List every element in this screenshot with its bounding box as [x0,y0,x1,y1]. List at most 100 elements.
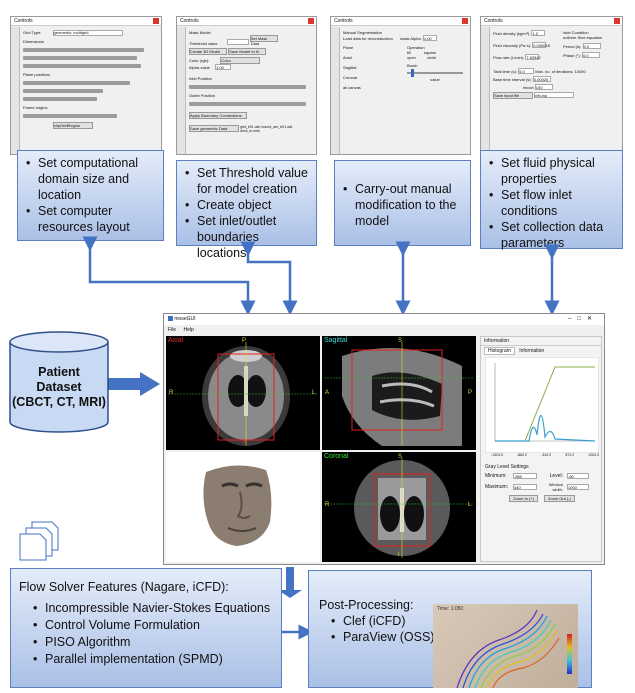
outlet-label[interactable]: Outlet Position [189,93,216,98]
radio-circle[interactable]: circle [427,55,437,60]
sagittal-orient-a: A [325,390,330,396]
hist-tick: 572.2 [565,453,575,457]
sagittal-view[interactable]: Sagittal S A P [322,336,476,450]
panel-side-tabs[interactable] [481,27,490,154]
zoom-out-button[interactable]: Zoom Out (-) [543,495,575,502]
app-icon [168,316,173,322]
period-input[interactable]: 0.0 [582,43,601,49]
radio-sine[interactable]: Sine-equation [577,35,603,40]
phase-input[interactable]: 0.0 [581,52,600,58]
load-checkbox[interactable]: Load data for reconstruction [343,36,393,41]
plane-heading: Plane [343,45,354,50]
panel-side-tabs[interactable] [331,27,340,154]
maximum-input[interactable]: 440 [513,484,537,490]
axial-slice-image [168,342,318,446]
axial-label: Axial [168,337,184,344]
threshold-input[interactable] [226,39,249,45]
controls-panel-mask: Controls Mask Model Threshold value Set … [176,16,317,155]
flow-rate-input[interactable]: 7.63942 [525,54,541,60]
desc-item: Set Threshold value for model creation [183,165,310,197]
base-time-label: Base time interval (s): [493,77,532,82]
save-model-button[interactable]: Save Model to fil [228,48,267,55]
density-label: Fluid density (kg/m³): [493,31,531,36]
mask-alpha-label: mask Alpha: [399,36,422,41]
create-3d-button[interactable]: Create 3D Model [189,48,227,55]
histogram-ticks: -1324.3 -882.2 -310.2 572.2 1204.3 [491,453,599,457]
close-icon[interactable] [153,18,159,24]
radio-uniform[interactable]: uniform [563,35,577,40]
phase-label: Phase (°): [563,53,581,58]
face-model-image [203,465,272,546]
axial-orient-r: R [169,390,174,396]
zoom-in-button[interactable]: Zoom In (+) [509,495,538,502]
radio-sagittal[interactable]: Sagittal [343,65,357,70]
output-files: grid_b01.dat, bound_are_b01.dat, deck_in… [240,125,293,133]
menu-help[interactable]: Help [183,327,194,333]
info-panel-title: Information [481,337,601,346]
radio-fill[interactable]: fill [407,50,411,55]
brush-label: Brush [407,63,418,68]
alpha-input[interactable]: 1.00 [215,64,232,70]
level-input[interactable]: -60 [567,473,589,479]
base-time-input[interactable]: 0.00025 [532,76,551,82]
input-file-field[interactable]: nfb.inp [534,92,575,98]
coronal-orient-i: I [398,552,400,558]
tab-histogram[interactable]: Histogram [484,347,515,355]
patient-dataset-label: Patient Dataset (CBCT, CT, MRI) [8,365,110,410]
imoch-input[interactable]: 100 [534,84,553,90]
window-controls[interactable]: –□✕ [568,316,598,322]
panel-side-tabs[interactable] [11,27,20,154]
close-icon[interactable] [462,18,468,24]
viscosity-input[interactable]: 0.000018 [532,42,550,48]
menu-file[interactable]: File [168,327,177,333]
save-input-button[interactable]: Save input file [493,92,533,99]
controls-panel-domain: Controls Grid Type: geometric: multigrid… [10,16,162,155]
solver-item: Control Volume Formulation [31,617,273,634]
window-width-input[interactable]: 1000 [567,484,589,490]
clip-grid-button[interactable]: clipGridRegion [53,122,93,129]
period-label: Period (s): [563,44,582,49]
grid-type-select[interactable]: geometric: multigrid [52,30,123,36]
radio-square[interactable]: square [423,50,437,55]
minimum-input[interactable]: -560 [513,473,537,479]
3d-model-view[interactable] [166,452,320,562]
color-label: Color (rgb): [189,58,210,63]
radio-axial[interactable]: Axial [343,55,352,60]
brush-slider[interactable] [407,69,463,77]
sagittal-orient-s: S [398,338,403,344]
radio-coronal[interactable]: Coronal [343,75,358,80]
patient-line-3: (CBCT, CT, MRI) [12,395,106,409]
connector-mask [240,241,298,316]
imoch-label: imoch [523,85,534,90]
information-panel: Information Histogram Information -1324.… [480,336,602,562]
tab-information[interactable]: Information [519,348,545,354]
radio-all-canvas[interactable]: all canvas [343,85,361,90]
desc-item: Carry-out manual modification to the mod… [341,181,464,229]
coronal-view[interactable]: Coronal S R L I [322,452,476,562]
connector-domain [82,236,256,316]
post-item: Clef (iCFD) [329,613,581,629]
density-input[interactable]: 1.2 [531,30,546,36]
save-geometric-button[interactable]: Save geometric Data [189,125,239,132]
close-icon[interactable] [614,18,620,24]
desc-item: Set computational domain size and locati… [24,155,157,203]
desc-box-fluid: Set fluid physical properties Set flow i… [480,150,623,250]
mask-model-heading: Mask Model [189,30,211,35]
axial-orient-l: L [312,390,316,396]
apply-boundary-button[interactable]: Apply Boundary Connections [189,112,247,119]
axial-view[interactable]: Axial P R L A [166,336,320,450]
sagittal-slice-image [324,342,474,446]
total-time-input[interactable]: 5.0 [518,68,535,74]
panel-side-tabs[interactable] [177,27,186,154]
window-title: moseGUI [174,316,196,322]
mask-alpha-input[interactable]: 1.00 [422,35,437,41]
desc-item: Set computer resources layout [24,203,157,235]
panel-title: Controls [177,17,316,26]
solver-item: Parallel implementation (SPMD) [31,651,273,668]
color-button[interactable]: Color [220,57,261,64]
inlet-label[interactable]: Inlet Position [189,76,212,81]
radio-open[interactable]: open [407,55,416,60]
set-mask-button[interactable]: Set Mask Data [249,35,278,46]
close-icon[interactable] [308,18,314,24]
